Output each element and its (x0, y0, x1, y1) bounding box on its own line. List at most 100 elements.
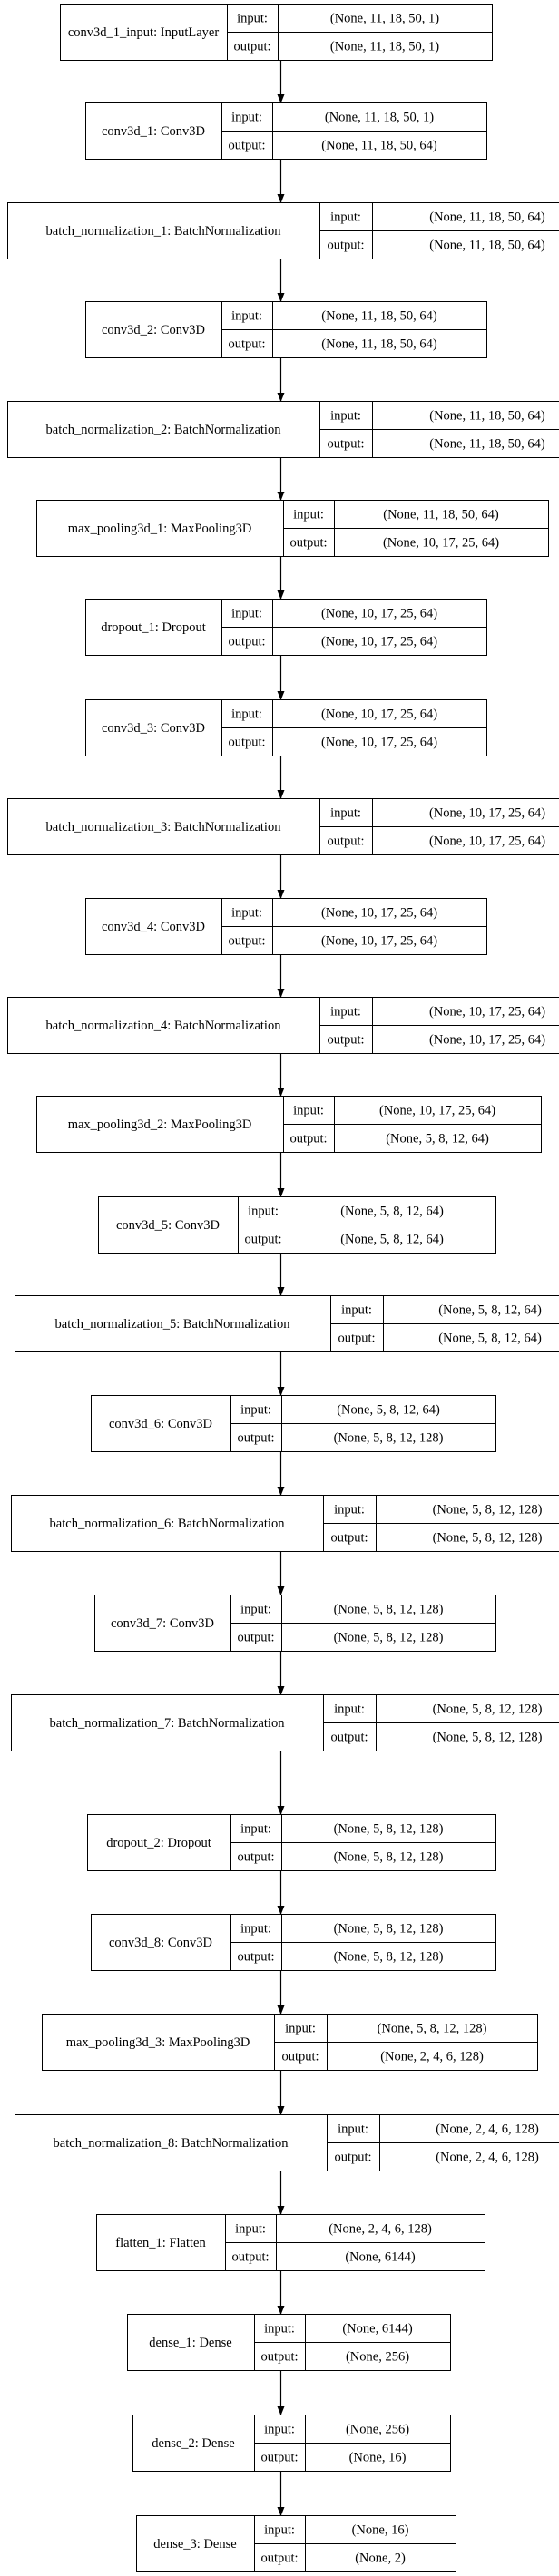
input-port-label: input: (231, 111, 262, 125)
input-port-label: input: (338, 2122, 368, 2137)
input-shape: (None, 16) (352, 2523, 409, 2538)
input-port-label: input: (330, 409, 361, 424)
output-port-label: output: (260, 2451, 298, 2465)
input-shape: (None, 5, 8, 12, 128) (334, 1822, 444, 1837)
layer-node: batch_normalization_3: BatchNormalizatio… (7, 798, 559, 855)
input-port-label: input: (240, 1822, 271, 1837)
layer-name: batch_normalization_6: BatchNormalizatio… (50, 1517, 286, 1531)
input-shape: (None, 11, 18, 50, 1) (330, 12, 439, 26)
output-shape: (None, 5, 8, 12, 128) (334, 1850, 444, 1865)
input-port-label: input: (330, 806, 361, 821)
input-port-label: input: (334, 1703, 365, 1717)
input-port-label: input: (264, 2423, 295, 2437)
output-shape: (None, 5, 8, 12, 64) (438, 1332, 542, 1346)
output-port-label: output: (228, 635, 265, 649)
input-shape: (None, 11, 18, 50, 1) (325, 111, 434, 125)
output-port-label: output: (228, 736, 265, 750)
input-shape: (None, 11, 18, 50, 64) (383, 508, 499, 522)
output-shape: (None, 5, 8, 12, 128) (334, 1631, 444, 1645)
layer-node: batch_normalization_2: BatchNormalizatio… (7, 401, 559, 458)
input-shape: (None, 10, 17, 25, 64) (321, 707, 437, 722)
input-shape: (None, 10, 17, 25, 64) (429, 806, 545, 821)
output-port-label: output: (327, 437, 364, 452)
layer-name: dense_2: Dense (152, 2436, 234, 2451)
output-port-label: output: (260, 2552, 298, 2566)
layer-node: batch_normalization_4: BatchNormalizatio… (7, 997, 559, 1054)
output-shape: (None, 11, 18, 50, 64) (321, 337, 437, 352)
layer-name: batch_normalization_8: BatchNormalizatio… (54, 2136, 289, 2151)
output-port-label: output: (228, 337, 265, 352)
input-port-label: input: (264, 2322, 295, 2337)
layer-node: batch_normalization_6: BatchNormalizatio… (11, 1495, 559, 1552)
layer-box (7, 997, 559, 1054)
layer-name: max_pooling3d_2: MaxPooling3D (68, 1117, 252, 1132)
layer-node: max_pooling3d_3: MaxPooling3Dinput:outpu… (42, 2014, 538, 2071)
output-shape: (None, 256) (346, 2350, 409, 2365)
input-port-label: input: (235, 2222, 266, 2237)
output-port-label: output: (327, 239, 364, 253)
layer-name: conv3d_4: Conv3D (102, 920, 205, 934)
layer-name: dense_3: Dense (153, 2537, 236, 2552)
layer-name: conv3d_2: Conv3D (102, 323, 205, 337)
layer-node: conv3d_1_input: InputLayerinput:output:(… (60, 4, 493, 61)
output-shape: (None, 10, 17, 25, 64) (321, 736, 437, 750)
input-port-label: input: (231, 607, 262, 621)
layer-name: conv3d_1: Conv3D (102, 124, 205, 139)
layer-node: batch_normalization_7: BatchNormalizatio… (11, 1694, 559, 1751)
input-shape: (None, 5, 8, 12, 64) (337, 1403, 440, 1418)
output-port-label: output: (237, 1631, 274, 1645)
input-port-label: input: (240, 1922, 271, 1937)
output-port-label: output: (237, 1431, 274, 1446)
input-shape: (None, 5, 8, 12, 128) (433, 1703, 543, 1717)
output-shape: (None, 2) (355, 2552, 406, 2566)
layer-name: batch_normalization_2: BatchNormalizatio… (46, 423, 282, 437)
input-port-label: input: (231, 707, 262, 722)
output-shape: (None, 10, 17, 25, 64) (321, 635, 437, 649)
input-port-label: input: (248, 1205, 279, 1219)
output-port-label: output: (330, 1531, 368, 1546)
output-shape: (None, 5, 8, 12, 64) (386, 1132, 489, 1147)
layer-node: max_pooling3d_2: MaxPooling3D input: outpu… (36, 1096, 542, 1153)
output-port-label: output: (338, 1332, 375, 1346)
layer-name: conv3d_7: Conv3D (111, 1616, 214, 1631)
output-port-label: output: (327, 1033, 364, 1048)
output-port-label: output: (228, 934, 265, 949)
input-port-label: input: (293, 508, 324, 522)
layer-name: batch_normalization_1: BatchNormalizatio… (46, 224, 282, 239)
layer-node: conv3d_3: Conv3D input: output: (None, 10, … (85, 699, 487, 756)
input-port-label: input: (237, 12, 268, 26)
nodes: conv3d_1_input: InputLayer input: output: (… (7, 4, 559, 2572)
input-port-label: input: (293, 1104, 324, 1118)
input-shape: (None, 5, 8, 12, 64) (438, 1303, 542, 1318)
output-shape: (None, 10, 17, 25, 64) (321, 934, 437, 949)
output-port-label: output: (281, 2050, 319, 2064)
input-port-label: input: (330, 210, 361, 225)
layer-node: max_pooling3d_1: MaxPooling3Dinput:outpu… (36, 500, 549, 557)
layer-node: dropout_1: Dropout input: output: (None, 10… (85, 599, 487, 656)
input-shape: (None, 5, 8, 12, 128) (433, 1503, 543, 1517)
output-port-label: output: (289, 536, 327, 551)
output-port-label: output: (237, 1850, 274, 1865)
layer-node: batch_normalization_1: BatchNormalizatio… (7, 202, 559, 259)
output-shape: (None, 11, 18, 50, 64) (429, 437, 545, 452)
layer-name: conv3d_1_input: InputLayer (68, 25, 219, 40)
layer-name: conv3d_5: Conv3D (116, 1218, 220, 1233)
layer-name: conv3d_3: Conv3D (102, 721, 205, 736)
input-shape: (None, 11, 18, 50, 64) (321, 309, 437, 324)
input-shape: (None, 6144) (342, 2322, 412, 2337)
output-port-label: output: (327, 834, 364, 849)
output-port-label: output: (330, 1731, 368, 1745)
output-port-label: output: (289, 1132, 327, 1147)
layer-name: dropout_1: Dropout (101, 620, 206, 635)
input-port-label: input: (330, 1005, 361, 1020)
input-port-label: input: (285, 2022, 316, 2036)
output-shape: (None, 11, 18, 50, 64) (321, 139, 437, 153)
